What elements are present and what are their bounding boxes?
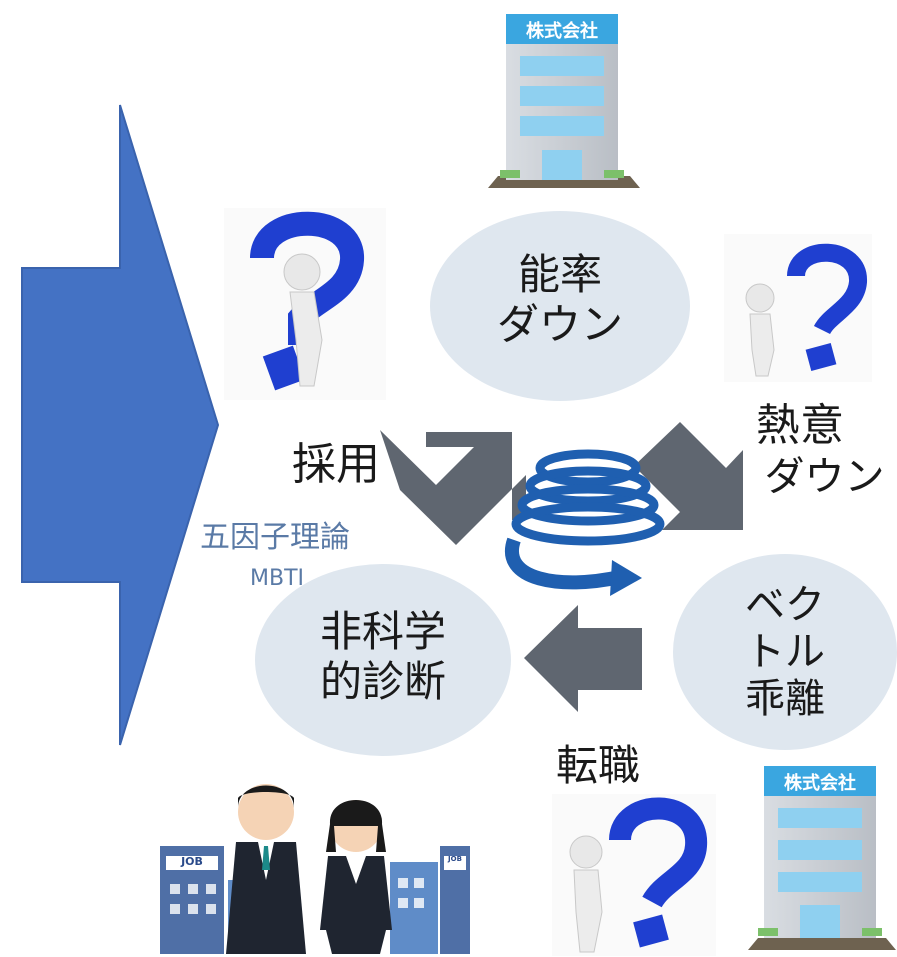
question-figure-right-icon <box>724 234 872 382</box>
arrow-vector-to-nonscience <box>524 605 642 712</box>
job-hunting-people-icon <box>160 784 470 954</box>
label-passion-line2: ダウン <box>764 453 885 500</box>
node-nonscience-ellipse <box>255 564 511 756</box>
node-vector-ellipse <box>673 554 897 750</box>
job-sign-left: JOB <box>181 855 203 868</box>
company-building-bottom-icon <box>748 766 896 950</box>
label-passion: 熱意 ダウン <box>752 400 897 501</box>
label-hiring: 採用 <box>292 439 380 490</box>
question-figure-bottom-icon <box>552 794 716 956</box>
node-efficiency-line2: ダウン <box>496 299 623 349</box>
arrow-efficiency-to-passion <box>634 422 743 530</box>
node-nonscience-line2: 的診断 <box>319 656 446 706</box>
arrow-hiring-to-efficiency <box>380 430 526 545</box>
node-vector-label: ベク トル 乖離 <box>705 582 865 724</box>
spiral-arrowhead <box>610 560 642 596</box>
label-job-change: 転職 <box>556 741 641 790</box>
label-passion-line1: 熱意 <box>756 400 844 451</box>
company-building-top-icon <box>488 14 640 188</box>
node-nonscience-label: 非科学 的診断 <box>283 607 483 706</box>
note-mbti: MBTI <box>250 566 305 591</box>
question-figure-left-icon <box>224 208 386 400</box>
node-vector-line2: トル <box>745 629 825 676</box>
node-vector-line3: 乖離 <box>745 676 825 723</box>
job-sign-right: JOB <box>448 855 462 863</box>
spiral-icon <box>505 449 665 590</box>
node-vector-line1: ベク <box>745 582 825 628</box>
note-big-five: 五因子理論 <box>200 520 350 555</box>
node-efficiency-ellipse <box>430 211 690 401</box>
company-sign-top: 株式会社 <box>526 21 598 42</box>
node-nonscience-line1: 非科学 <box>319 607 446 656</box>
big-blue-arrow <box>21 104 220 746</box>
node-efficiency-label: 能率 ダウン <box>470 250 650 349</box>
node-efficiency-line1: 能率 <box>517 250 602 299</box>
company-sign-bottom: 株式会社 <box>784 773 856 794</box>
